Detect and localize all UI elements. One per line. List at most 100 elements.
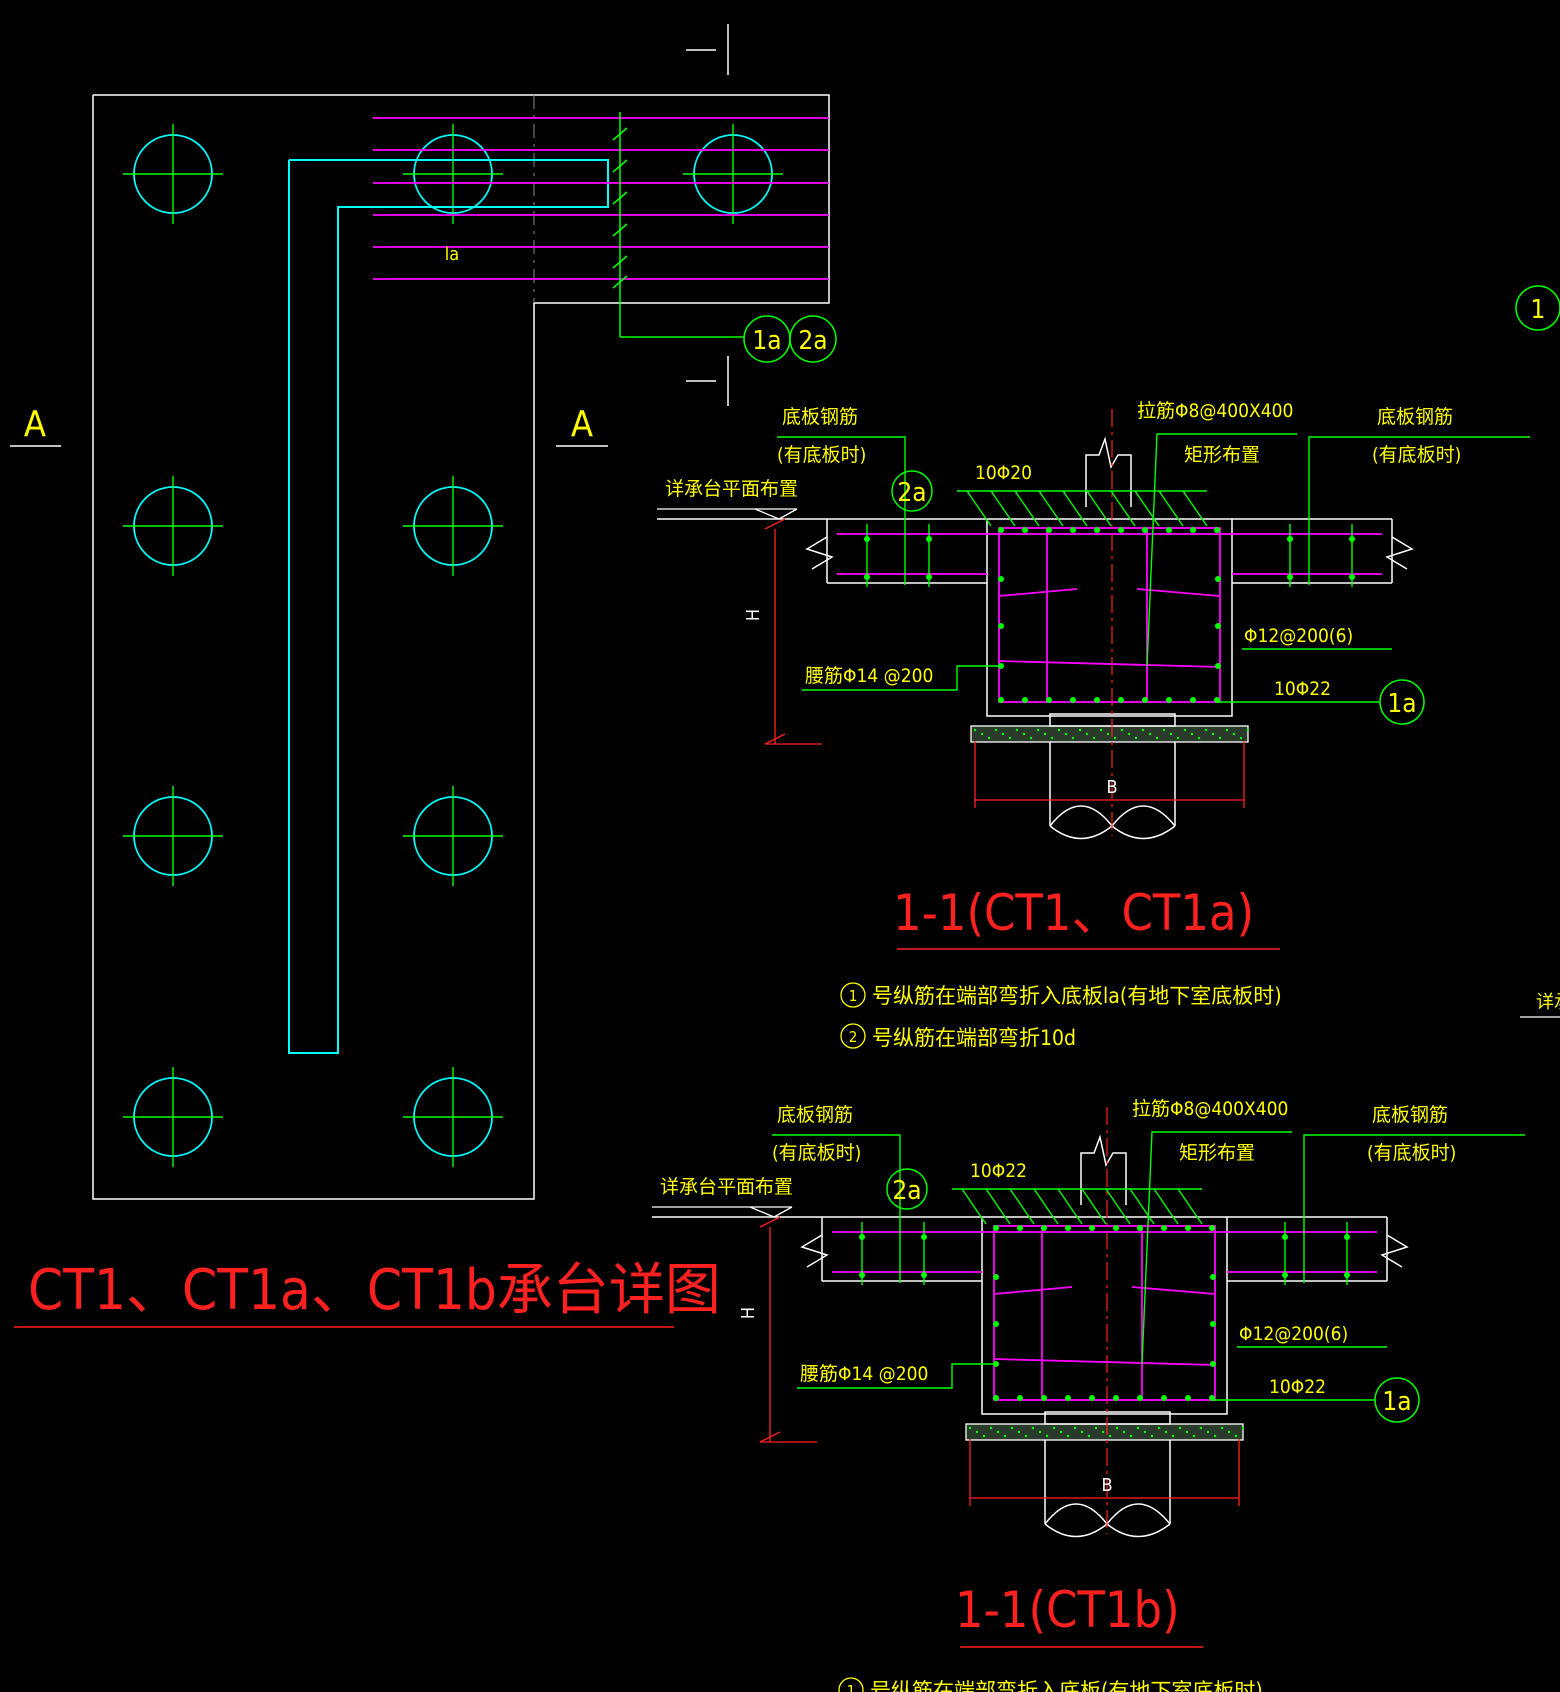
bottom-bar-dot: [1094, 697, 1100, 703]
side-dot: [998, 623, 1004, 629]
cushion-dot: [1155, 736, 1159, 740]
tag-1a-circle: [1374, 1377, 1420, 1423]
bottom-bar-dot: [993, 1395, 999, 1401]
top-bar-dot: [1185, 1225, 1191, 1231]
leader-topbar-hatch: [1110, 490, 1136, 527]
cushion-dot: [989, 1426, 993, 1430]
cushion-dot: [1234, 1434, 1238, 1438]
section2-notes: 1 号纵筋在端部弯折入底板(有地下室底板时): [838, 1677, 1263, 1692]
bottom-bar-dot: [1118, 697, 1124, 703]
leader-waist: [802, 665, 1001, 691]
note2-number: 2: [849, 1028, 858, 1046]
bottom-bar-dot: [1166, 697, 1172, 703]
cushion-dot: [1150, 1434, 1154, 1438]
top-bar-dot: [1142, 527, 1148, 533]
cushion-dot: [1190, 732, 1194, 736]
break-mark-right: [1380, 1234, 1409, 1268]
cushion-dot: [1211, 732, 1215, 736]
cushion-dot: [1192, 1434, 1196, 1438]
section-marks: [686, 24, 729, 406]
section2-note1: 号纵筋在端部弯折入底板(有地下室底板时): [870, 1679, 1263, 1692]
ref-label: 详承台平面布置: [665, 478, 798, 500]
side-dot: [993, 1321, 999, 1327]
cushion-dot: [1073, 1426, 1077, 1430]
leader-slab-left: [772, 1134, 901, 1283]
cushion-dot: [1087, 1434, 1091, 1438]
top-bar-dot: [1166, 527, 1172, 533]
cushion-dot: [1225, 728, 1229, 732]
cushion-dot: [1003, 1434, 1007, 1438]
cushion-dot: [1092, 736, 1096, 740]
slab-left-label: 底板钢筋: [782, 406, 858, 428]
top-bars-label: 10Φ20: [975, 462, 1032, 484]
tag-1a-label: 1a: [1382, 1387, 1411, 1417]
side-dot: [1210, 1321, 1216, 1327]
right-edge-label: 详承: [1536, 992, 1560, 1013]
bottom-bar-dot: [1046, 697, 1052, 703]
slab-left-label: 底板钢筋: [777, 1104, 853, 1126]
tag-2a-circle: [789, 315, 837, 363]
cushion-dot: [1162, 728, 1166, 732]
dim-b-label: B: [1106, 777, 1117, 798]
slab-right-label: 底板钢筋: [1377, 406, 1453, 428]
tie-layout-label: 矩形布置: [1184, 444, 1260, 466]
cushion-dot: [1024, 1434, 1028, 1438]
stirrup-outer: [993, 1225, 1216, 1401]
bottom-bar-dot: [1070, 697, 1076, 703]
top-bar-dot: [998, 527, 1004, 533]
section2-note1-number: 1: [847, 1682, 856, 1692]
cushion-dot: [1178, 1426, 1182, 1430]
bottom-bar-dot: [1190, 697, 1196, 703]
bottom-bar-dot: [1065, 1395, 1071, 1401]
slab-right-label: 底板钢筋: [1372, 1104, 1448, 1126]
tie-bar-label: 拉筋Φ8@400X400: [1137, 400, 1293, 422]
cushion-dot: [1246, 728, 1250, 732]
leader-topbar-hatch: [1134, 490, 1160, 527]
cushion-dot: [1010, 1426, 1014, 1430]
section1-notes: 1 号纵筋在端部弯折入底板la(有地下室底板时) 2 号纵筋在端部弯折10d: [840, 982, 1282, 1050]
cushion-dot: [1171, 1434, 1175, 1438]
cushion-dot: [1113, 736, 1117, 740]
side-dot: [1210, 1274, 1216, 1280]
dim-h-label: H: [743, 609, 764, 621]
cushion-dot: [1176, 736, 1180, 740]
tag-2a-label: 2a: [892, 1176, 921, 1206]
cushion-dot: [980, 732, 984, 736]
top-bar-dot: [993, 1225, 999, 1231]
slab-left-note: (有底板时): [772, 1142, 861, 1164]
top-bar-dot: [1094, 527, 1100, 533]
dim-h-tick: [764, 733, 786, 745]
bottom-bars-label: 10Φ22: [1274, 678, 1331, 700]
top-bar-dot: [1137, 1225, 1143, 1231]
cushion-dot: [1199, 1426, 1203, 1430]
waist-bar-label: 腰筋Φ14 @200: [800, 1363, 928, 1385]
pile-circles: [123, 124, 783, 1167]
top-bar-dot: [1070, 527, 1076, 533]
cushion-dot: [1148, 732, 1152, 736]
cushion-dot: [1064, 732, 1068, 736]
section-1-1-ct1b: 底板钢筋(有底板时)底板钢筋(有底板时)拉筋Φ8@400X400矩形布置详承台平…: [652, 1098, 1525, 1648]
bottom-bar-dot: [998, 697, 1004, 703]
leader-topbar-hatch: [1062, 490, 1088, 527]
leader-topbar-hatch: [1129, 1188, 1155, 1225]
cushion-dot: [1206, 1430, 1210, 1434]
stirrup-outer: [998, 527, 1221, 703]
bottom-bar-dot: [1113, 1395, 1119, 1401]
leader-waist: [797, 1363, 996, 1389]
cushion-dot: [1029, 736, 1033, 740]
cushion-dot: [1066, 1434, 1070, 1438]
cushion-dot: [1185, 1430, 1189, 1434]
cushion: [970, 725, 1249, 743]
top-bar-dot: [1113, 1225, 1119, 1231]
bottom-bar-dot: [1017, 1395, 1023, 1401]
plan-view: 1a 2a la A A CT1、CT1a、CT1b承台详图: [10, 24, 837, 1328]
cushion-dot: [1052, 1426, 1056, 1430]
column-break: [1080, 1134, 1127, 1205]
cushion-dot: [1099, 728, 1103, 732]
cushion-dot: [1197, 736, 1201, 740]
side-dot: [1215, 576, 1221, 582]
top-bars-label: 10Φ22: [970, 1160, 1027, 1182]
bottom-bar-dot: [1185, 1395, 1191, 1401]
section1-title: 1-1(CT1、CT1a): [893, 884, 1254, 942]
